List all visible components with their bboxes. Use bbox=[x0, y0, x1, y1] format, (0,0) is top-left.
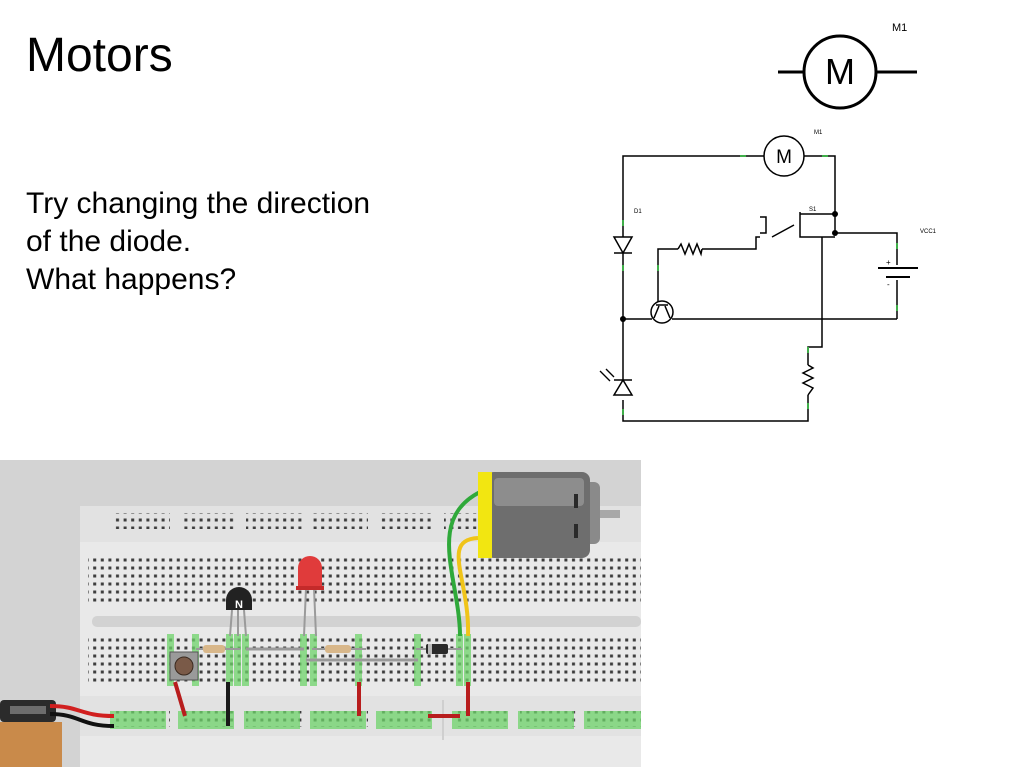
schematic-motor-letter: M bbox=[776, 147, 792, 168]
transistor-emitter bbox=[664, 305, 671, 319]
motor-symbol-letter: M bbox=[825, 51, 855, 92]
battery-wire-black bbox=[49, 712, 115, 728]
motor-shaft bbox=[596, 510, 620, 518]
circuit-schematic: M M1 D1 S1 VCC1 + - bbox=[599, 130, 937, 422]
slide-instructions: Try changing the direction of the diode.… bbox=[26, 185, 370, 299]
switch-right bbox=[799, 212, 835, 238]
node-battery bbox=[832, 230, 838, 236]
top-rail-holes-1 bbox=[114, 513, 170, 529]
switch-left bbox=[760, 216, 767, 234]
motor-symbol-label: M1 bbox=[892, 22, 907, 34]
wire-resistor-switch bbox=[702, 236, 760, 250]
top-rail-holes-4 bbox=[312, 513, 368, 529]
schematic-motor bbox=[763, 135, 805, 177]
breadboard-led bbox=[298, 556, 322, 588]
wire-motor-right bbox=[804, 155, 836, 214]
wire-battery-plus bbox=[835, 232, 898, 265]
battery-wire-red bbox=[49, 704, 115, 718]
schematic-switch-label: S1 bbox=[809, 207, 817, 213]
diode-band bbox=[428, 644, 432, 654]
top-rail-holes-3 bbox=[246, 513, 302, 529]
motor-symbol: M M1 bbox=[778, 22, 917, 110]
motor-symbol-circle bbox=[802, 34, 878, 110]
motor-slot-2 bbox=[574, 524, 578, 538]
schematic-pin-markers bbox=[622, 155, 898, 415]
resistor-1 bbox=[203, 645, 225, 653]
node-left bbox=[620, 316, 626, 322]
transistor-leg-3 bbox=[243, 609, 247, 637]
instruction-line-3: What happens? bbox=[26, 263, 237, 296]
instruction-line-2: of the diode. bbox=[26, 225, 192, 258]
schematic-diode bbox=[612, 236, 634, 255]
breadboard-center-channel bbox=[92, 616, 641, 627]
jumper-red-1 bbox=[173, 681, 187, 717]
wire-right-lower bbox=[807, 237, 823, 365]
motor-body-highlight bbox=[494, 478, 584, 506]
switch-blade bbox=[771, 224, 795, 238]
led-leg-1 bbox=[303, 587, 307, 637]
schematic-battery-label: VCC1 bbox=[920, 229, 937, 235]
schematic-transistor bbox=[650, 300, 674, 324]
battery-minus-sign: - bbox=[887, 280, 890, 289]
schematic-diode-label: D1 bbox=[634, 209, 642, 215]
terminal-holes-upper bbox=[88, 556, 641, 604]
instruction-line-1: Try changing the direction bbox=[26, 187, 371, 220]
transistor-letter: N bbox=[235, 599, 243, 611]
light-arrow-2 bbox=[605, 368, 615, 378]
node-switch-right bbox=[832, 211, 838, 217]
slide-title: Motors bbox=[26, 29, 173, 82]
schematic-photodiode bbox=[612, 378, 634, 396]
light-arrow-1 bbox=[599, 370, 611, 382]
motor-wire-yellow bbox=[456, 536, 479, 637]
schematic-motor-label: M1 bbox=[814, 130, 823, 136]
pushbutton-cap bbox=[174, 656, 194, 676]
wire-bottom bbox=[622, 395, 809, 422]
top-rail-holes-5 bbox=[378, 513, 434, 529]
motor-terminal-plate bbox=[478, 472, 492, 558]
resistor-base bbox=[677, 241, 703, 257]
wire-top bbox=[622, 155, 764, 243]
led-leg-2 bbox=[313, 587, 317, 637]
battery-plus-sign: + bbox=[886, 258, 891, 267]
schematic-wires bbox=[622, 155, 918, 422]
breadboard-illustration: N bbox=[0, 460, 641, 767]
breadboard-transistor bbox=[226, 587, 252, 610]
led-rim bbox=[296, 586, 324, 590]
transistor-leg-1 bbox=[229, 609, 233, 637]
top-rail-holes-2 bbox=[180, 513, 236, 529]
motor-wire-green bbox=[447, 490, 481, 637]
motor-slot-1 bbox=[574, 494, 578, 508]
battery-body bbox=[0, 722, 62, 767]
resistor-2 bbox=[325, 645, 351, 653]
resistor-ldr bbox=[801, 364, 815, 396]
wire-base bbox=[657, 248, 678, 305]
transistor-collector bbox=[653, 305, 660, 319]
battery-clip-highlight bbox=[10, 706, 46, 714]
